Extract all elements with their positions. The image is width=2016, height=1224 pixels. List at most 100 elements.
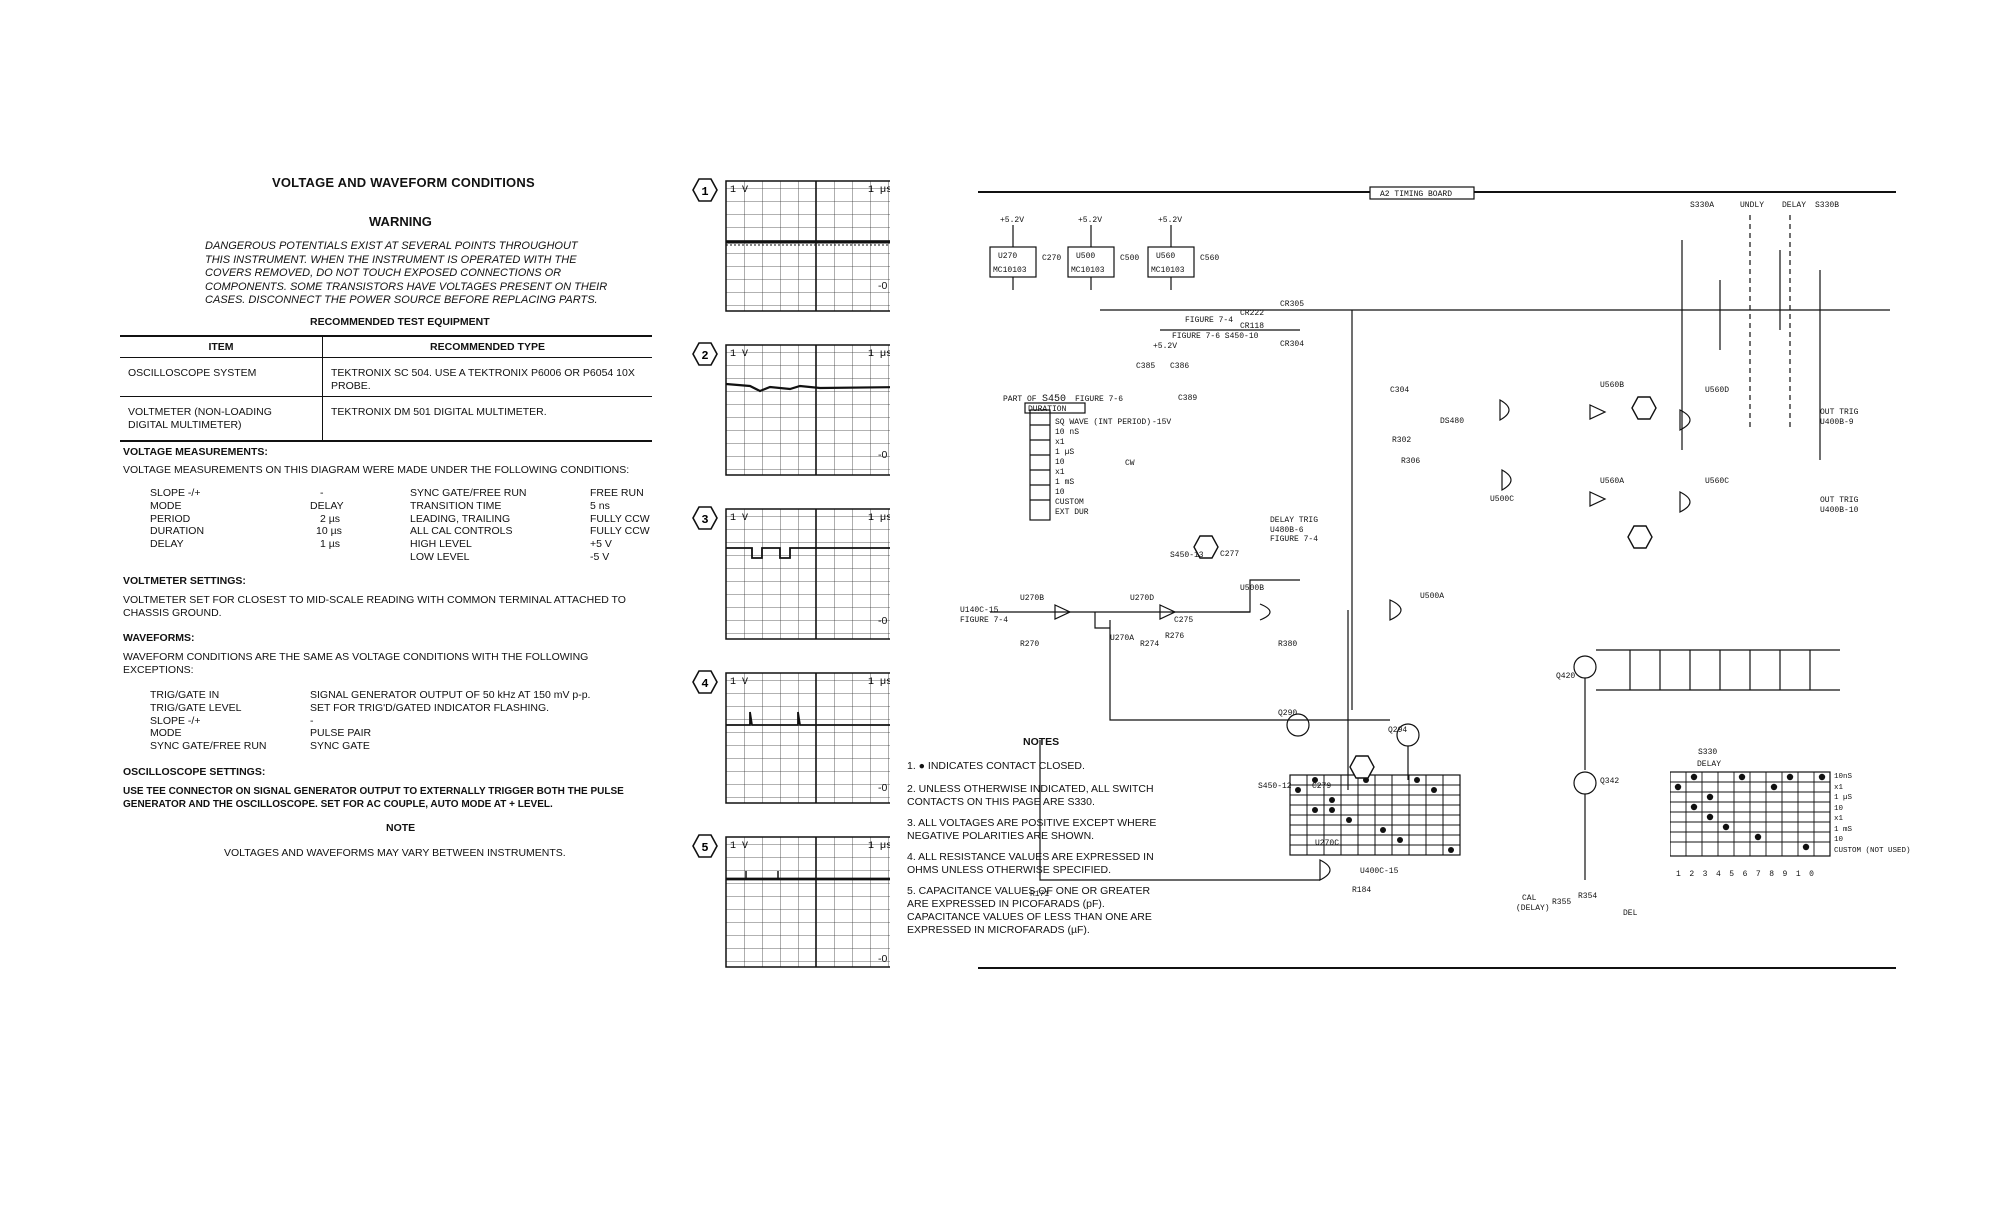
r302-label: R302 bbox=[1392, 436, 1411, 445]
cond-cell: FULLY CCW bbox=[590, 525, 650, 538]
exc-cell: SLOPE -/+ bbox=[150, 714, 201, 727]
s330-grid bbox=[1669, 766, 1860, 866]
scope-num: 5 bbox=[701, 841, 708, 855]
note-item: 4. ALL RESISTANCE VALUES ARE EXPRESSED I… bbox=[907, 851, 1154, 876]
notes-title: NOTES bbox=[1023, 736, 1060, 748]
dur-row: x1 bbox=[1055, 438, 1065, 447]
scope-time: 1 µs bbox=[868, 677, 890, 688]
scope-num: 3 bbox=[701, 513, 708, 527]
s330-row: x1 bbox=[1834, 783, 1844, 792]
u560a-label: U560A bbox=[1600, 477, 1624, 486]
s330-row: CUSTOM (NOT USED) bbox=[1834, 846, 1911, 855]
exc-cell: MODE bbox=[150, 727, 182, 740]
cond-cell: SYNC GATE/FREE RUN bbox=[410, 487, 527, 499]
osc-text: USE TEE CONNECTOR ON SIGNAL GENERATOR OU… bbox=[123, 786, 624, 810]
scope-graticule bbox=[725, 508, 907, 640]
warning-line: DANGEROUS POTENTIALS EXIST AT SEVERAL PO… bbox=[205, 240, 578, 252]
exc-cell: - bbox=[310, 714, 314, 727]
scope-trace bbox=[745, 871, 779, 879]
scope-1: 1 1 V 1 µs bbox=[692, 178, 907, 312]
page-title: VOLTAGE AND WAVEFORM CONDITIONS bbox=[272, 175, 535, 190]
warning-body: DANGEROUS POTENTIALS EXIST AT SEVERAL PO… bbox=[205, 240, 625, 308]
cond-cell: FREE RUN bbox=[590, 487, 644, 499]
c275-label: C275 bbox=[1174, 616, 1193, 625]
u400b9-label: U400B-9 bbox=[1820, 418, 1854, 427]
vm-title: VOLTAGE MEASUREMENTS: bbox=[123, 446, 268, 458]
scope-badge-hexagon bbox=[692, 834, 718, 858]
cond-cell: 2 µs bbox=[320, 512, 341, 525]
s330-title: S330 bbox=[1698, 748, 1717, 757]
equip-header-type: RECOMMENDED TYPE bbox=[430, 341, 545, 353]
waveform-column: 1 1 V 1 µs 2 1 V 1 µs 3 1 V 1 µs bbox=[690, 175, 907, 975]
exc-cell: PULSE PAIR bbox=[310, 727, 372, 740]
u500b-label: U500B bbox=[1240, 584, 1264, 593]
gate-u560a bbox=[1589, 491, 1607, 507]
c386-label: C386 bbox=[1170, 362, 1189, 371]
note-item: 2. UNLESS OTHERWISE INDICATED, ALL SWITC… bbox=[907, 783, 1154, 808]
gate-u270c bbox=[1319, 859, 1331, 881]
dur-row: 10 nS bbox=[1055, 428, 1079, 437]
dur-row: EXT DUR bbox=[1055, 508, 1089, 517]
fig74b-label: FIGURE 7-4 bbox=[1270, 535, 1318, 544]
s450-label: S450 bbox=[1042, 394, 1066, 405]
cond-cell: DURATION bbox=[150, 525, 205, 538]
board-label: A2 TIMING BOARD bbox=[1380, 190, 1452, 199]
cond-cell: ALL CAL CONTROLS bbox=[410, 525, 513, 538]
scope-zero: -0 bbox=[878, 953, 888, 965]
c385-label: C385 bbox=[1136, 362, 1155, 371]
plus52-label: +5.2V bbox=[1153, 342, 1177, 351]
exc-cell: SYNC GATE/FREE RUN bbox=[150, 740, 267, 753]
scope-zero: -0 bbox=[878, 280, 888, 292]
exc-cell: TRIG/GATE LEVEL bbox=[150, 701, 242, 714]
dur-row: x1 bbox=[1055, 468, 1065, 477]
scope-zero: -0 bbox=[878, 449, 888, 461]
gate-u500d bbox=[1499, 398, 1510, 422]
scope-volts: 1 V bbox=[730, 513, 748, 524]
cond-cell: DELAY bbox=[150, 538, 184, 551]
q420-label: Q420 bbox=[1556, 672, 1575, 681]
equip-header-item: ITEM bbox=[120, 336, 323, 358]
vm-text: VOLTAGE MEASUREMENTS ON THIS DIAGRAM WER… bbox=[123, 464, 630, 476]
dur-row: 10 bbox=[1055, 488, 1065, 497]
r380-label: R380 bbox=[1278, 640, 1297, 649]
r276-label: R276 bbox=[1165, 632, 1184, 641]
ds480-label: DS480 bbox=[1440, 417, 1464, 426]
gate-u270d bbox=[1159, 604, 1177, 620]
dur-row: CUSTOM bbox=[1055, 498, 1084, 507]
cond-cell: DELAY bbox=[310, 499, 344, 512]
c277-label: C277 bbox=[1220, 550, 1239, 559]
chip-type: MC10103 bbox=[993, 266, 1027, 275]
fig74-label: FIGURE 7-4 bbox=[1185, 316, 1233, 325]
scope-volts: 1 V bbox=[730, 677, 748, 688]
dur-row: 1 µS bbox=[1055, 448, 1074, 457]
r354-label: R354 bbox=[1578, 892, 1597, 901]
cond-cell: - bbox=[320, 487, 324, 499]
dur-row: SQ WAVE (INT PERIOD) bbox=[1055, 418, 1151, 427]
u270a-label: U270A bbox=[1110, 634, 1134, 643]
warning-line: COVERS REMOVED, DO NOT TOUCH EXPOSED CON… bbox=[205, 267, 562, 279]
cond-cell: HIGH LEVEL bbox=[410, 538, 472, 551]
cal-delay-label: (DELAY) bbox=[1516, 904, 1550, 913]
waveforms-title: WAVEFORMS: bbox=[123, 632, 195, 644]
testpoint-4-hexagon bbox=[1627, 525, 1653, 549]
figure76-label: FIGURE 7-6 bbox=[1075, 395, 1123, 404]
gate-u560b bbox=[1589, 404, 1607, 420]
scope-trace bbox=[726, 711, 906, 726]
r306-label: R306 bbox=[1401, 457, 1420, 466]
part-of-label: PART OF bbox=[1003, 395, 1037, 404]
cr118-label: CR118 bbox=[1240, 322, 1264, 331]
equip-item: VOLTMETER (NON-LOADING DIGITAL MULTIMETE… bbox=[120, 396, 323, 441]
out-trig-label: OUT TRIG bbox=[1820, 496, 1859, 505]
cr305-label: CR305 bbox=[1280, 300, 1304, 309]
scope-trace bbox=[726, 547, 906, 559]
s450-13-label: S450-13 bbox=[1170, 551, 1204, 560]
osc-title: OSCILLOSCOPE SETTINGS: bbox=[123, 766, 266, 778]
cal-label: CAL bbox=[1522, 894, 1537, 903]
waveform-graphics: 1 1 V 1 µs 2 1 V 1 µs 3 1 V 1 µs bbox=[692, 178, 907, 968]
exc-cell: TRIG/GATE IN bbox=[150, 689, 220, 701]
cond-cell: PERIOD bbox=[150, 512, 191, 525]
testpoint-3-hexagon bbox=[1193, 535, 1219, 559]
s330b-label: S330B bbox=[1815, 201, 1839, 210]
u270c-label: U270C bbox=[1315, 839, 1339, 848]
u400b10-label: U400B-10 bbox=[1820, 506, 1859, 515]
